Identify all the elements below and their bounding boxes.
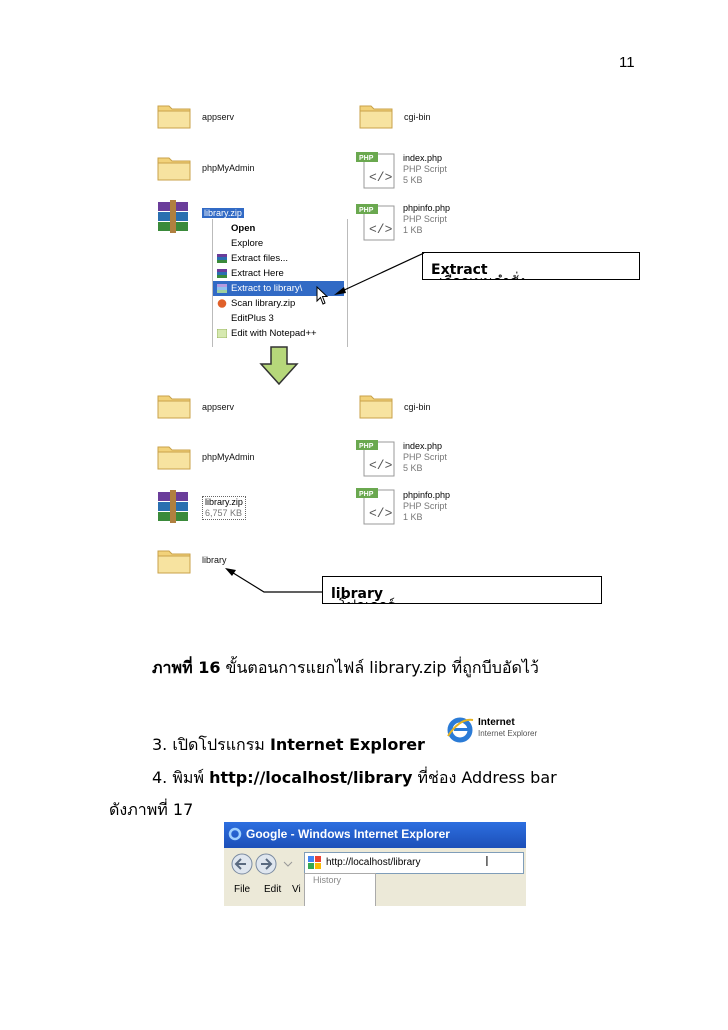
context-menu: Open Explore Extract files... Extract He… xyxy=(212,219,348,347)
ie-window-screenshot: Google - Windows Internet Explorer http:… xyxy=(224,822,526,906)
winrar-icon xyxy=(217,284,227,293)
file-name[interactable]: index.php xyxy=(403,441,443,451)
figure-caption: ภาพที่ 16 ขั้นตอนการแยกไฟล์ library.zip … xyxy=(152,658,539,677)
svg-text:PHP: PHP xyxy=(359,207,374,214)
file-name[interactable]: phpinfo.php xyxy=(403,203,451,213)
file-name[interactable]: cgi-bin xyxy=(404,402,431,412)
svg-text:PHP: PHP xyxy=(359,443,374,450)
svg-text:PHP: PHP xyxy=(359,155,374,162)
file-name[interactable]: appserv xyxy=(202,112,235,122)
notepadpp-icon xyxy=(217,329,227,338)
menu-item-extract-here[interactable]: Extract Here xyxy=(213,266,344,281)
winrar-archive-icon xyxy=(158,490,188,523)
file-name[interactable]: phpinfo.php xyxy=(403,490,451,500)
file-type: PHP Script xyxy=(403,452,447,462)
menu-item-editplus[interactable]: EditPlus 3 xyxy=(231,313,274,324)
menu-item-open[interactable]: Open xyxy=(231,223,256,234)
file-name[interactable]: library xyxy=(202,555,227,565)
step-3: 3. เปิดโปรแกรม Internet Explorer xyxy=(152,735,425,754)
php-file-icon: PHP </> xyxy=(356,152,395,189)
menu-file[interactable]: File xyxy=(234,884,251,895)
mouse-cursor-icon xyxy=(316,286,329,305)
file-type: PHP Script xyxy=(403,501,447,511)
file-name[interactable]: cgi-bin xyxy=(404,112,431,122)
php-file-icon: PHP </> xyxy=(356,488,395,525)
menu-item-extract-to-library[interactable]: Extract to library\ xyxy=(213,281,344,296)
folder-icon xyxy=(157,105,191,129)
internet-explorer-icon xyxy=(447,717,474,743)
file-size: 1 KB xyxy=(403,225,423,235)
file-size: 6,757 KB xyxy=(205,508,243,518)
title-bar: Google - Windows Internet Explorer xyxy=(224,822,526,848)
history-dropdown: History xyxy=(304,873,376,906)
callout-library-folder: โฟลเดอร์ library xyxy=(322,576,602,604)
php-file-icon: PHP </> xyxy=(356,204,395,241)
folder-icon xyxy=(157,446,191,470)
callout-arrow xyxy=(334,252,425,295)
down-arrow-icon xyxy=(259,346,299,386)
file-name[interactable]: appserv xyxy=(202,402,235,412)
ie-logo: Internet Internet Explorer xyxy=(446,714,558,744)
svg-text:</>: </> xyxy=(369,222,393,237)
folder-icon xyxy=(157,157,191,181)
file-size: 5 KB xyxy=(403,175,423,185)
ie-logo-subtitle: Internet Explorer xyxy=(478,729,538,738)
dropdown-item-history[interactable]: History xyxy=(313,875,342,885)
file-type: PHP Script xyxy=(403,164,447,174)
antivirus-icon xyxy=(217,299,227,308)
svg-text:</>: </> xyxy=(369,506,393,521)
google-favicon-icon xyxy=(308,856,321,869)
callout-arrow xyxy=(225,568,323,593)
php-file-icon: PHP </> xyxy=(356,440,395,477)
file-size: 5 KB xyxy=(403,463,423,473)
svg-text:</>: </> xyxy=(369,170,393,185)
text-cursor-icon: I xyxy=(485,855,489,870)
file-name[interactable]: phpMyAdmin xyxy=(202,452,255,462)
file-name[interactable]: phpMyAdmin xyxy=(202,163,255,173)
folder-icon xyxy=(157,395,191,419)
nav-buttons xyxy=(231,853,293,875)
internet-explorer-icon xyxy=(228,827,242,841)
file-name[interactable]: index.php xyxy=(403,153,443,163)
address-text: http://localhost/library xyxy=(326,857,421,868)
menu-item-explore[interactable]: Explore xyxy=(231,238,264,249)
ie-logo-title: Internet xyxy=(478,717,515,728)
svg-text:PHP: PHP xyxy=(359,491,374,498)
winrar-icon xyxy=(217,254,227,263)
window-title: Google - Windows Internet Explorer xyxy=(246,827,450,841)
file-type: PHP Script xyxy=(403,214,447,224)
step-4-continued: ดังภาพที่ 17 xyxy=(109,800,194,819)
file-name-selected[interactable]: library.zip xyxy=(202,208,244,218)
file-size: 1 KB xyxy=(403,512,423,522)
folder-icon xyxy=(359,395,393,419)
page-number: 11 xyxy=(619,54,635,71)
menu-item-notepadpp[interactable]: Edit with Notepad++ xyxy=(213,326,344,341)
folder-icon xyxy=(359,105,393,129)
menu-item-extract-files[interactable]: Extract files... xyxy=(213,251,344,266)
svg-text:</>: </> xyxy=(369,458,393,473)
folder-icon xyxy=(157,550,191,574)
menu-view[interactable]: Vi xyxy=(292,884,301,895)
address-bar[interactable]: http://localhost/library I xyxy=(304,852,524,874)
winrar-archive-icon xyxy=(158,200,188,233)
menu-edit[interactable]: Edit xyxy=(264,884,282,895)
winrar-icon xyxy=(217,269,227,278)
menu-item-scan[interactable]: Scan library.zip xyxy=(213,296,344,311)
step-4: 4. พิมพ์ http://localhost/library ที่ช่อ… xyxy=(152,768,557,787)
callout-extract: เลือกเมนูคำสั่ง Extract xyxy=(422,252,640,280)
file-name[interactable]: library.zip xyxy=(205,497,243,507)
